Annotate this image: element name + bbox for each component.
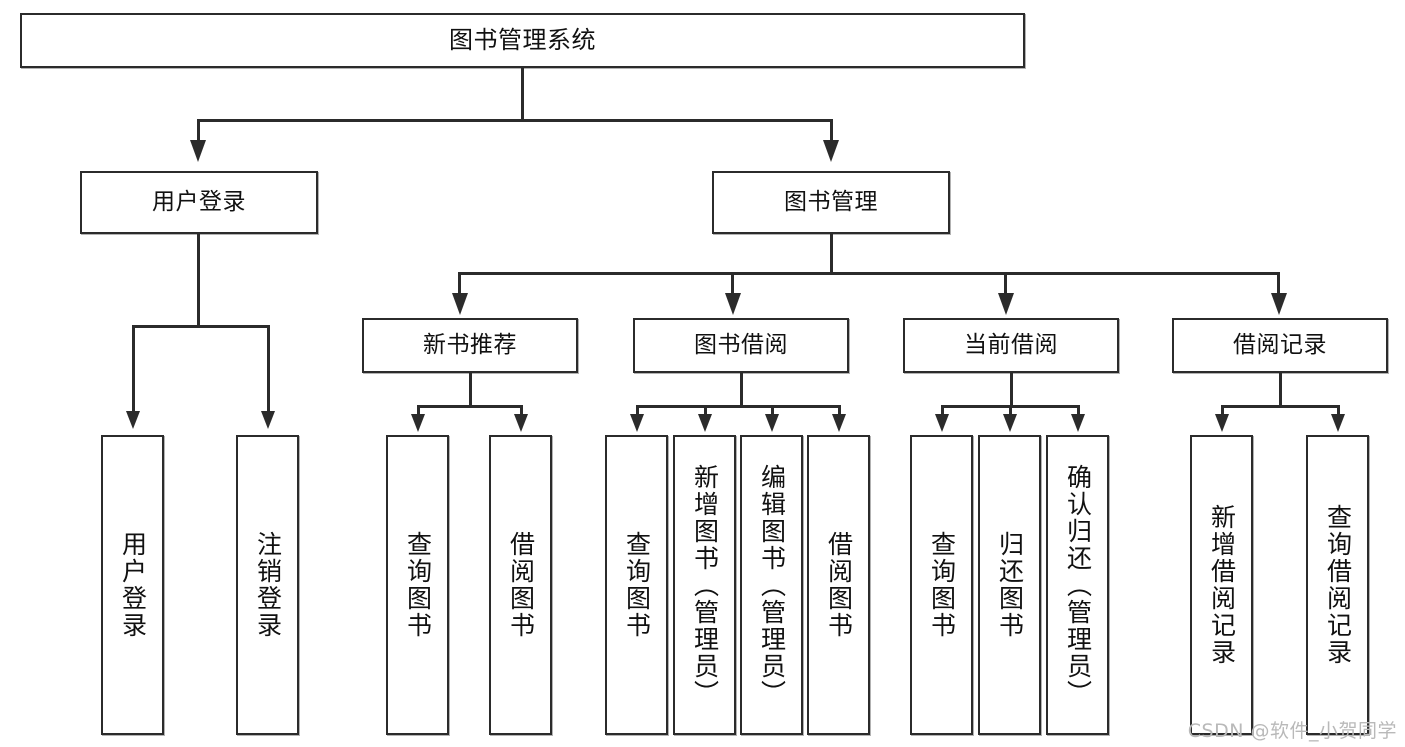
edge-book-borrow-drop-2 <box>771 405 774 415</box>
node-label: 图书管理 <box>784 188 878 215</box>
edge-borrow-record-stem <box>1279 373 1282 406</box>
node-label: 确认归还（管理员） <box>1063 463 1093 707</box>
arrow-to-new-book-recommend <box>452 293 468 315</box>
leaf-return-book[interactable]: 归还图书 <box>978 435 1041 735</box>
arrow-to-leaf-query-book-1 <box>411 414 425 432</box>
edge-level3-bus <box>458 272 1280 275</box>
edge-new-book-stem <box>469 373 472 406</box>
node-label: 当前借阅 <box>964 331 1058 358</box>
leaf-query-borrow-record[interactable]: 查询借阅记录 <box>1306 435 1369 735</box>
edge-user-login-stem <box>197 234 200 326</box>
leaf-borrow-book-recommend[interactable]: 借阅图书 <box>489 435 552 735</box>
arrow-to-leaf-confirm-return <box>1071 414 1085 432</box>
edge-user-login-drop-1 <box>267 325 270 412</box>
node-label: 新书推荐 <box>423 331 517 358</box>
node-label: 注销登录 <box>253 531 283 639</box>
edge-user-login-drop-0 <box>132 325 135 412</box>
leaf-query-book-current[interactable]: 查询图书 <box>910 435 973 735</box>
node-label: 查询图书 <box>403 531 433 639</box>
arrow-to-leaf-query-book-3 <box>935 414 949 432</box>
arrow-to-leaf-add-book <box>698 414 712 432</box>
edge-user-login-bus <box>132 325 270 328</box>
node-label: 图书借阅 <box>694 331 788 358</box>
leaf-add-book-admin[interactable]: 新增图书（管理员） <box>673 435 736 735</box>
edge-level3-drop-1 <box>731 272 734 294</box>
edge-book-borrow-stem <box>740 373 743 406</box>
edge-current-borrow-stem <box>1010 373 1013 406</box>
edge-book-borrow-drop-3 <box>838 405 841 415</box>
node-label: 新增借阅记录 <box>1207 504 1237 666</box>
node-label: 借阅图书 <box>824 531 854 639</box>
edge-current-borrow-drop-0 <box>941 405 944 415</box>
csdn-watermark: CSDN @软件_小贺同学 <box>1187 720 1397 742</box>
edge-root-drop-left <box>197 119 200 141</box>
node-book-borrow[interactable]: 图书借阅 <box>633 318 849 373</box>
node-label: 借阅图书 <box>506 531 536 639</box>
edge-current-borrow-drop-2 <box>1077 405 1080 415</box>
leaf-confirm-return-admin[interactable]: 确认归还（管理员） <box>1046 435 1109 735</box>
node-label: 用户登录 <box>152 188 246 215</box>
leaf-user-login[interactable]: 用户登录 <box>101 435 164 735</box>
arrow-to-user-login <box>190 140 206 162</box>
node-root-book-management-system[interactable]: 图书管理系统 <box>20 13 1025 68</box>
arrow-to-leaf-logout <box>261 411 275 429</box>
node-new-book-recommend[interactable]: 新书推荐 <box>362 318 578 373</box>
arrow-to-borrow-record <box>1271 293 1287 315</box>
leaf-logout[interactable]: 注销登录 <box>236 435 299 735</box>
arrow-to-book-management <box>823 140 839 162</box>
edge-borrow-record-drop-0 <box>1221 405 1224 415</box>
arrow-to-leaf-borrow-book-2 <box>832 414 846 432</box>
edge-root-drop-right <box>830 119 833 141</box>
node-label: 编辑图书（管理员） <box>757 463 787 707</box>
node-book-management[interactable]: 图书管理 <box>712 171 950 234</box>
node-label: 用户登录 <box>118 531 148 639</box>
edge-book-management-stem <box>830 234 833 273</box>
edge-borrow-record-bus <box>1221 405 1340 408</box>
leaf-borrow-book[interactable]: 借阅图书 <box>807 435 870 735</box>
edge-level3-drop-2 <box>1004 272 1007 294</box>
node-label: 查询借阅记录 <box>1323 504 1353 666</box>
edge-level3-drop-0 <box>458 272 461 294</box>
arrow-to-leaf-return-book <box>1003 414 1017 432</box>
arrow-to-leaf-query-book-2 <box>630 414 644 432</box>
leaf-query-book-borrow[interactable]: 查询图书 <box>605 435 668 735</box>
node-current-borrow[interactable]: 当前借阅 <box>903 318 1119 373</box>
node-label: 查询图书 <box>927 531 957 639</box>
edge-new-book-bus <box>417 405 523 408</box>
leaf-add-borrow-record[interactable]: 新增借阅记录 <box>1190 435 1253 735</box>
arrow-to-leaf-add-record <box>1215 414 1229 432</box>
node-label: 归还图书 <box>995 531 1025 639</box>
arrow-to-leaf-query-record <box>1331 414 1345 432</box>
edge-book-borrow-drop-1 <box>704 405 707 415</box>
node-label: 新增图书（管理员） <box>690 463 720 707</box>
edge-root-bus <box>197 119 833 122</box>
leaf-query-book-recommend[interactable]: 查询图书 <box>386 435 449 735</box>
node-label: 图书管理系统 <box>449 26 596 55</box>
node-user-login[interactable]: 用户登录 <box>80 171 318 234</box>
edge-level3-drop-3 <box>1277 272 1280 294</box>
leaf-edit-book-admin[interactable]: 编辑图书（管理员） <box>740 435 803 735</box>
edge-book-borrow-drop-0 <box>636 405 639 415</box>
node-label: 借阅记录 <box>1233 331 1327 358</box>
edge-book-borrow-bus <box>636 405 841 408</box>
node-borrow-record[interactable]: 借阅记录 <box>1172 318 1388 373</box>
edge-new-book-drop-0 <box>417 405 420 415</box>
arrow-to-book-borrow <box>725 293 741 315</box>
arrow-to-current-borrow <box>998 293 1014 315</box>
edge-current-borrow-drop-1 <box>1009 405 1012 415</box>
node-label: 查询图书 <box>622 531 652 639</box>
arrow-to-leaf-edit-book <box>765 414 779 432</box>
edge-root-stem <box>521 68 524 120</box>
arrow-to-leaf-user-login <box>126 411 140 429</box>
edge-borrow-record-drop-1 <box>1337 405 1340 415</box>
edge-new-book-drop-1 <box>520 405 523 415</box>
arrow-to-leaf-borrow-book-1 <box>514 414 528 432</box>
